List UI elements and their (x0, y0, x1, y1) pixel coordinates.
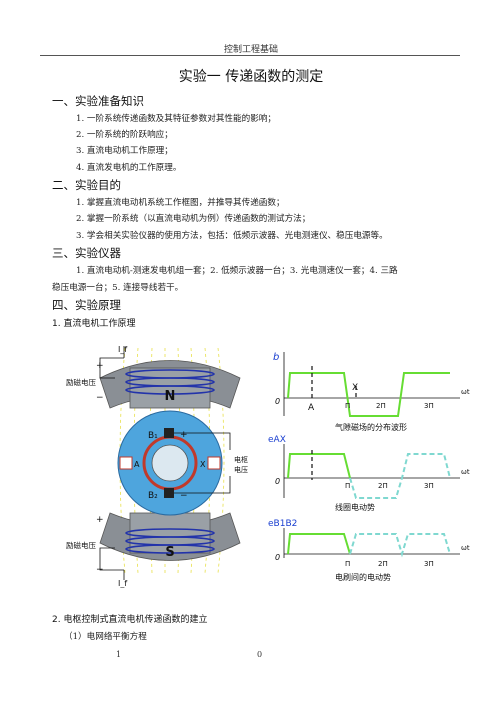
plot2-wave (287, 453, 351, 479)
motor-principle-figure: N S B₁ B₂ + − A X 电枢 电压 I_f + − 励磁电压 I_f… (66, 345, 470, 588)
excite-top-plus: + (96, 361, 104, 371)
plot3-caption: 电刷间的电动势 (335, 572, 391, 582)
excite-lead-bottom (99, 547, 125, 580)
plot1-wave (287, 372, 450, 417)
excite-bottom-minus: − (96, 565, 104, 575)
paragraph-line: 1. 直流电动机-测速发电机组一套；2. 低频示波器一台；3. 光电测速仪一套；… (76, 266, 398, 276)
page-number-right: 0 (257, 650, 263, 659)
plot1-tick: Π (345, 402, 350, 410)
subheading: 1. 直流电机工作原理 (52, 319, 136, 329)
pole-n-label: N (165, 389, 176, 404)
pole-n (129, 367, 211, 409)
plot2-tick: 2Π (378, 482, 388, 490)
if-top-label: I_f (118, 345, 127, 354)
plot1-tick: 2Π (376, 402, 386, 410)
plot2-xaxis: ωt (461, 468, 470, 476)
list-item: 1. 掌握直流电动机系统工作框图，并推导其传递函数； (76, 198, 285, 208)
coil-end-a (119, 456, 133, 470)
plot1-mark-a: A (308, 403, 315, 413)
plot-brush-emf: eB1B2 ωt 0 Π 2Π 3Π 电刷间的电动势 (268, 519, 470, 582)
plot1-origin: 0 (275, 397, 280, 406)
excite-top-label: 励磁电压 (66, 377, 96, 387)
excite-lead-top (99, 346, 125, 379)
section-heading-4: 四、实验原理 (52, 298, 121, 312)
field-coil-bottom (125, 528, 215, 554)
label-a: A (134, 460, 140, 469)
armature-lead-top (174, 432, 231, 450)
brush-b2-sign: − (180, 491, 188, 501)
running-header: 控制工程基础 (223, 45, 278, 55)
excite-bottom-plus: + (96, 515, 104, 525)
armature-lead-bottom (174, 476, 231, 494)
plot3-origin: 0 (275, 553, 280, 562)
brush-b2 (164, 488, 174, 498)
section-heading-1: 一、实验准备知识 (52, 94, 144, 108)
plot-air-gap-flux: b ωt 0 A X Π 2Π 3Π 气隙磁场的分布波形 (273, 352, 470, 432)
plot3-wave-dashed (349, 533, 451, 558)
page-title: 实验一 传递函数的测定 (178, 69, 324, 85)
section-heading-2: 二、实验目的 (52, 178, 121, 192)
brush-b1-label: B₁ (148, 431, 158, 441)
plot2-wave-dashed (349, 453, 451, 499)
list-item: 2. 一阶系统的阶跃响应； (76, 130, 173, 140)
page-number-left: 1 (116, 650, 122, 659)
brush-b1 (164, 428, 174, 438)
plot1-xaxis: ωt (461, 388, 470, 396)
brush-b2-label: B₂ (148, 491, 158, 501)
pole-s-label: S (165, 545, 174, 560)
plot3-tick: Π (345, 560, 350, 568)
subheading: 2. 电枢控制式直流电机传递函数的建立 (52, 615, 208, 625)
section-heading-3: 三、实验仪器 (52, 246, 121, 260)
plot3-ylabel: eB1B2 (268, 519, 297, 529)
plot2-caption: 线圈电动势 (335, 502, 375, 512)
plot3-wave (287, 533, 351, 555)
plot1-caption: 气隙磁场的分布波形 (335, 422, 407, 432)
coil-end-x (207, 456, 221, 470)
brush-b1-sign: + (180, 430, 188, 440)
plot2-ylabel: eAX (268, 435, 286, 445)
list-item: 1. 一阶系统传递函数及其特征参数对其性能的影响； (76, 114, 276, 124)
plot-coil-emf: eAX ωt 0 Π 2Π 3Π 线圈电动势 (268, 435, 470, 512)
list-item: 3. 直流电动机工作原理； (76, 146, 173, 156)
plot2-origin: 0 (275, 477, 280, 486)
excite-top-minus: − (96, 393, 104, 403)
armature-voltage-label-1: 电枢 (234, 455, 248, 464)
paragraph-line: 稳压电源一台；5. 连接导线若干。 (52, 283, 184, 293)
list-item: 2. 掌握一阶系统（以直流电动机为例）传递函数的测试方法； (76, 214, 311, 224)
plot2-tick: 3Π (424, 482, 434, 490)
label-x: X (200, 460, 206, 469)
plot1-mark-x: X (352, 383, 358, 393)
list-item: 3. 学会相关实验仪器的使用方法，包括：低频示波器、光电测速仪、稳压电源等。 (76, 231, 388, 241)
list-item: 4. 直流发电机的工作原理。 (76, 163, 182, 173)
field-coil-top (125, 369, 215, 395)
if-bottom-label: I_f (118, 579, 127, 588)
plot3-tick: 3Π (424, 560, 434, 568)
plot2-tick: Π (345, 482, 350, 490)
plot1-ylabel: b (273, 352, 279, 363)
excite-bottom-label: 励磁电压 (66, 540, 96, 550)
header-rule (40, 55, 460, 56)
subheading-item: （1）电网络平衡方程 (64, 632, 147, 642)
plot3-xaxis: ωt (461, 544, 470, 552)
plot1-tick: 3Π (424, 402, 434, 410)
armature-voltage-label-2: 电压 (234, 465, 248, 474)
plot3-tick: 2Π (378, 560, 388, 568)
shaft (151, 444, 189, 482)
